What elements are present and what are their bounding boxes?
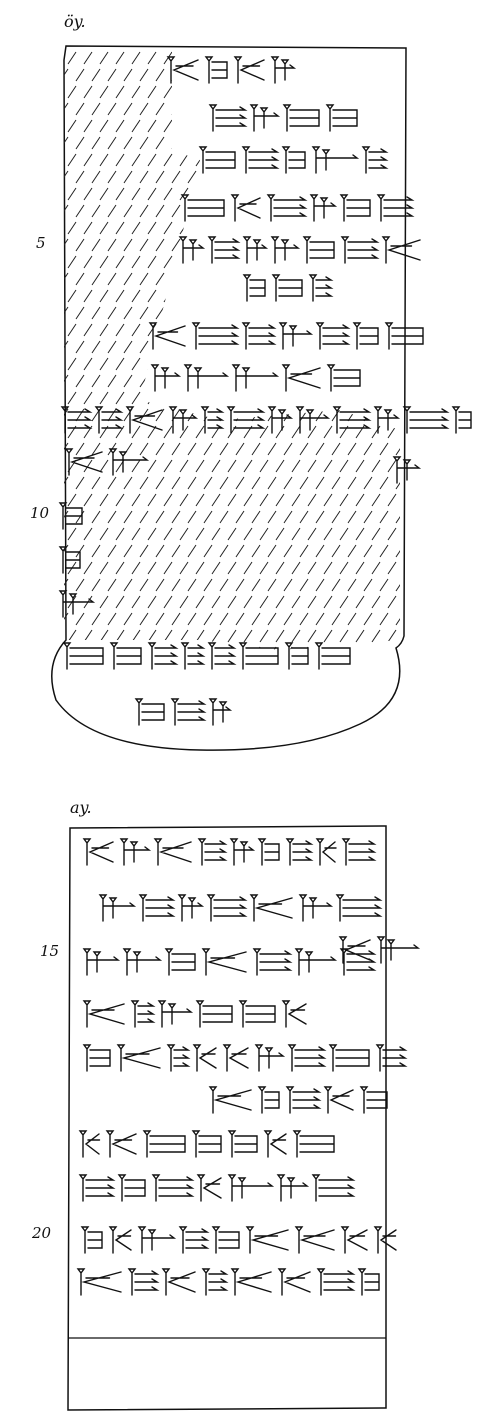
line-number-15: 15 (40, 942, 60, 960)
obverse-face-label: öy. (64, 12, 86, 31)
line-number-10: 10 (30, 504, 50, 522)
reverse-face-label: ay. (70, 798, 92, 817)
line-number-5: 5 (36, 234, 46, 252)
cuneiform-signs (58, 56, 472, 1296)
wedge-strokes (58, 56, 472, 1296)
damage-hatching (64, 51, 400, 650)
reverse-outline (67, 825, 387, 1411)
hatch-strokes (64, 51, 400, 650)
line-number-20: 20 (32, 1224, 52, 1242)
obverse-outline (51, 45, 407, 751)
